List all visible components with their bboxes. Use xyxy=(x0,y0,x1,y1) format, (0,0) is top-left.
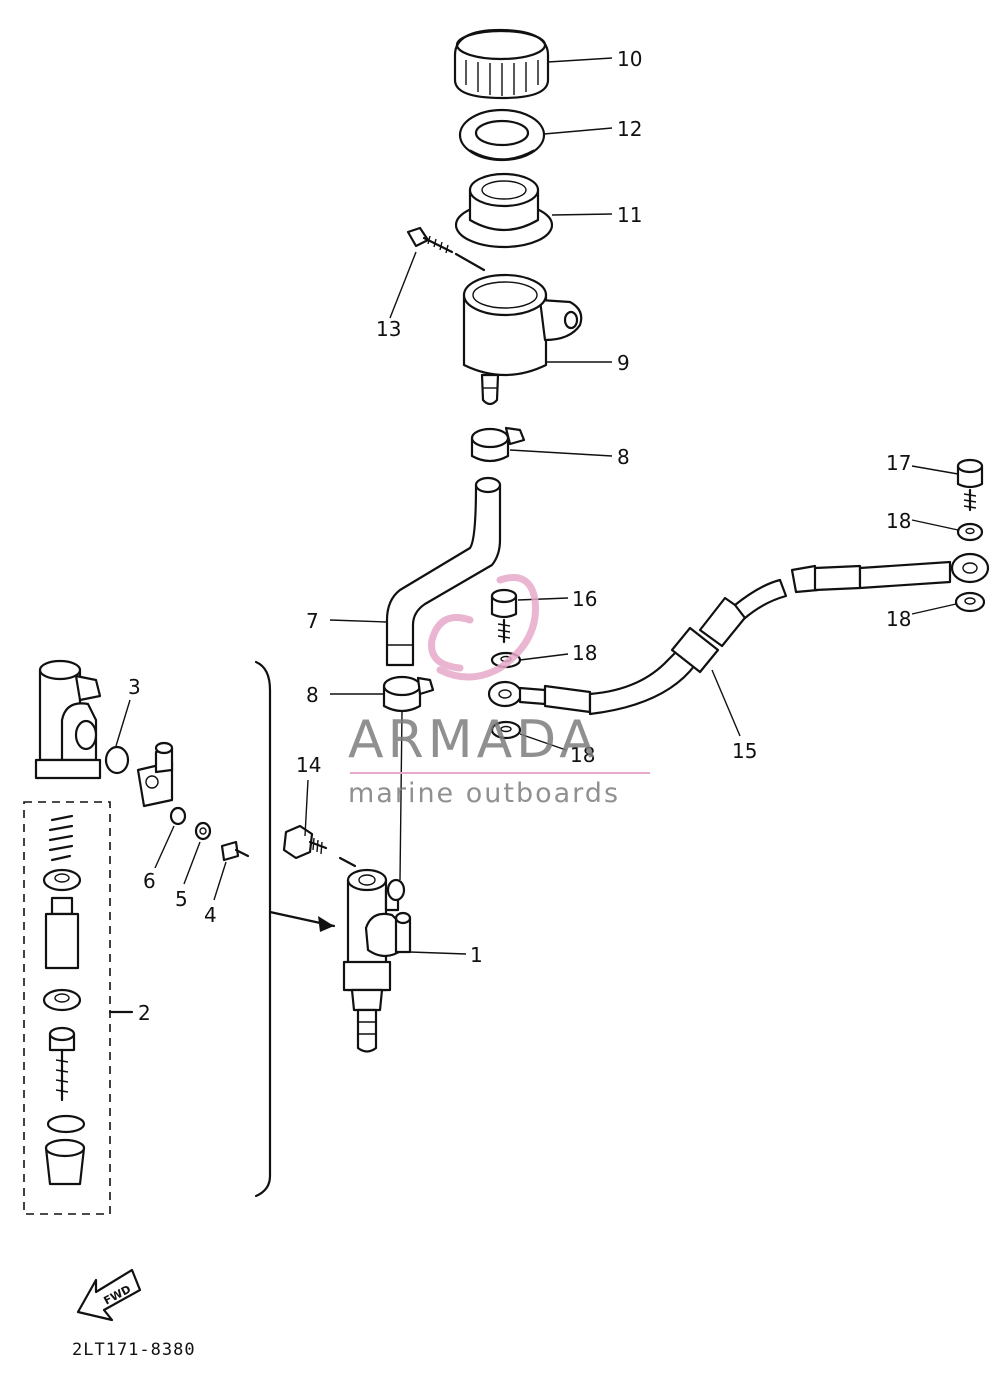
part-8-hose-clamp-lower xyxy=(382,675,435,713)
label-part-15: 15 xyxy=(732,739,757,763)
cylinder-body-left xyxy=(34,659,102,780)
part-3-o-ring xyxy=(104,745,130,775)
part-18-washer-mid-lower xyxy=(490,720,522,740)
label-part-10: 10 xyxy=(617,47,642,71)
watermark-brand: ARMADA xyxy=(348,710,599,770)
part-18-washer-right-upper xyxy=(956,522,984,542)
part-8-hose-clamp-upper xyxy=(470,426,526,463)
part-16-union-bolt xyxy=(490,588,518,644)
label-part-4: 4 xyxy=(204,903,217,927)
part-7-hose xyxy=(385,476,502,667)
part-14-bolt xyxy=(282,824,357,868)
label-part-2: 2 xyxy=(138,1001,151,1025)
watermark-logo-icon xyxy=(428,574,540,681)
label-part-3: 3 xyxy=(128,675,141,699)
part-18-washer-right-lower xyxy=(954,591,986,613)
part-13-screw xyxy=(406,226,486,272)
label-part-18-right-lower: 18 xyxy=(886,607,911,631)
label-part-18-mid-lower: 18 xyxy=(570,743,595,767)
label-part-16: 16 xyxy=(572,587,597,611)
part-1-master-cylinder xyxy=(342,711,412,1053)
leader-lines xyxy=(115,57,959,955)
part-17-union-bolt xyxy=(956,458,984,512)
label-part-13: 13 xyxy=(376,317,401,341)
label-part-5: 5 xyxy=(175,887,188,911)
part-9-reservoir-tank xyxy=(462,273,583,406)
label-part-17: 17 xyxy=(886,451,911,475)
label-part-7: 7 xyxy=(306,609,319,633)
watermark-divider xyxy=(350,772,650,774)
part-6-washer xyxy=(169,806,187,826)
label-part-1: 1 xyxy=(470,943,483,967)
part-11-diaphragm xyxy=(454,172,554,249)
part-5-washer xyxy=(194,821,212,841)
part-2-piston-kit xyxy=(23,801,134,1215)
label-part-11: 11 xyxy=(617,203,642,227)
label-part-8-upper: 8 xyxy=(617,445,630,469)
assembly-bracket xyxy=(254,660,336,1198)
label-part-12: 12 xyxy=(617,117,642,141)
label-part-6: 6 xyxy=(143,869,156,893)
label-part-14: 14 xyxy=(296,753,321,777)
part-4-screw xyxy=(220,840,250,862)
watermark-tagline: marine outboards xyxy=(348,778,621,809)
part-10-reservoir-cap xyxy=(453,28,550,100)
label-part-18-right-upper: 18 xyxy=(886,509,911,533)
hose-joint-left xyxy=(136,741,174,808)
label-part-18-mid-upper: 18 xyxy=(572,641,597,665)
fwd-arrow-icon: FWD xyxy=(76,1268,142,1322)
label-part-8-lower: 8 xyxy=(306,683,319,707)
diagram-reference-code: 2LT171-8380 xyxy=(72,1340,196,1360)
part-15-brake-hose xyxy=(487,552,990,716)
label-part-9: 9 xyxy=(617,351,630,375)
part-12-diaphragm-plate xyxy=(458,108,546,162)
